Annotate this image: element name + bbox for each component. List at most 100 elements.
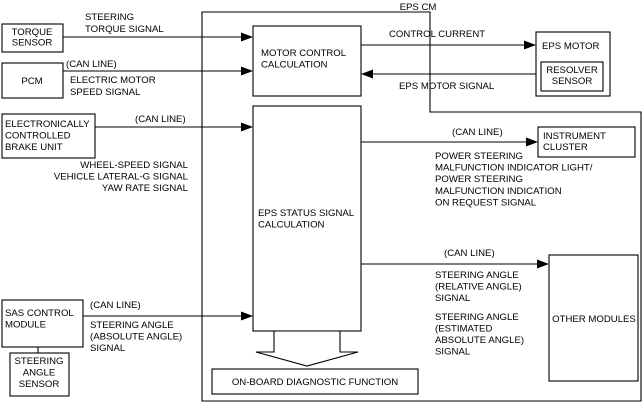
sas-can-line-label-line: (CAN LINE): [90, 300, 141, 311]
sas-can-line-label: (CAN LINE): [90, 300, 141, 311]
arrowhead: [241, 122, 253, 132]
motor-control-label-line: CALCULATION: [261, 60, 328, 71]
eps-motor-label: EPS MOTOR: [542, 41, 599, 52]
brake-unit-label-line: CONTROLLED: [5, 131, 71, 142]
arrowhead: [537, 259, 549, 269]
arrowhead: [241, 311, 253, 321]
brake-can-line-label-line: (CAN LINE): [135, 114, 186, 125]
steering-torque-signal-label-line: TORQUE SIGNAL: [85, 24, 164, 35]
brake-unit-label-line: ELECTRONICALLY: [5, 119, 90, 130]
estimated-angle-signal-label-line: SIGNAL: [435, 347, 471, 358]
sas-module-label-line: MODULE: [5, 320, 46, 331]
status-calc-label-line: EPS STATUS SIGNAL: [258, 208, 355, 219]
angle-sensor-label-line: SENSOR: [19, 379, 60, 390]
arrowheads: [241, 32, 549, 321]
arrowhead: [241, 66, 253, 76]
arrowhead: [361, 69, 373, 79]
cluster-can-line-label-line: (CAN LINE): [452, 127, 503, 138]
estimated-angle-signal-label-line: STEERING ANGLE: [435, 312, 519, 323]
pcm-label-line: PCM: [21, 76, 42, 87]
arrowhead: [526, 137, 538, 147]
other-modules-label: OTHER MODULES: [552, 314, 636, 325]
modules-can-line-label-line: (CAN LINE): [444, 248, 495, 259]
angle-sensor-label-line: ANGLE: [23, 368, 56, 379]
other-modules-label-line: OTHER MODULES: [552, 314, 636, 325]
steering-torque-signal-label-line: STEERING: [85, 12, 134, 23]
electric-motor-speed-signal-label-line: ELECTRIC MOTOR: [70, 75, 156, 86]
brake-signals-label-line: YAW RATE SIGNAL: [102, 183, 189, 194]
cluster-can-line-label: (CAN LINE): [452, 127, 503, 138]
absolute-angle-signal-label-line: (ABSOLUTE ANGLE): [90, 332, 182, 343]
motor-control-label-line: MOTOR CONTROL: [261, 48, 347, 59]
control-current-label-line: CONTROL CURRENT: [389, 29, 485, 40]
cluster-signals-label-line: ON REQUEST SIGNAL: [435, 197, 537, 208]
pcm-can-line-label-line: (CAN LINE): [66, 59, 117, 70]
resolver-sensor-label-line: SENSOR: [552, 76, 593, 87]
status-calc-label-line: CALCULATION: [258, 220, 325, 231]
estimated-angle-signal-label-line: (ESTIMATED: [435, 324, 492, 335]
modules-can-line-label: (CAN LINE): [444, 248, 495, 259]
instrument-cluster-label-line: CLUSTER: [543, 142, 588, 153]
torque-sensor-label-line: TORQUE: [12, 27, 53, 38]
electric-motor-speed-signal-label-line: SPEED SIGNAL: [70, 87, 141, 98]
wires: [63, 36, 537, 317]
absolute-angle-signal-label-line: SIGNAL: [90, 343, 126, 354]
eps-motor-label-line: EPS MOTOR: [542, 41, 599, 52]
relative-angle-signal-label-line: (RELATIVE ANGLE): [435, 282, 522, 293]
arrowhead: [241, 32, 253, 42]
sas-module-label-line: SAS CONTROL: [5, 308, 74, 319]
obd-arrow: [255, 330, 359, 367]
angle-sensor-label-line: STEERING: [14, 356, 63, 367]
eps-motor-signal-label: EPS MOTOR SIGNAL: [399, 81, 495, 92]
eps-cm-title: EPS CM: [400, 2, 437, 13]
cluster-signals-label-line: MALFUNCTION INDICATION: [435, 186, 562, 197]
obd-label: ON-BOARD DIAGNOSTIC FUNCTION: [232, 377, 398, 388]
eps-cm-enclosure: [201, 11, 642, 402]
obd-block: ON-BOARD DIAGNOSTIC FUNCTION: [211, 368, 419, 395]
absolute-angle-signal-label: STEERING ANGLE(ABSOLUTE ANGLE)SIGNAL: [90, 320, 182, 354]
cluster-signals-label-line: POWER STEERING: [435, 151, 523, 162]
arrowhead: [524, 40, 536, 50]
pcm-block: PCM: [1, 62, 64, 99]
brake-unit-label-line: BRAKE UNIT: [5, 142, 63, 153]
cluster-signals-label-line: MALFUNCTION INDICATOR LIGHT/: [435, 163, 593, 174]
pcm-can-line-label: (CAN LINE): [66, 59, 117, 70]
instrument-cluster-label-line: INSTRUMENT: [543, 131, 606, 142]
brake-can-line-label: (CAN LINE): [135, 114, 186, 125]
resolver-sensor-label-line: RESOLVER: [546, 65, 598, 76]
relative-angle-signal-label-line: SIGNAL: [435, 293, 471, 304]
brake-signals-label-line: VEHICLE LATERAL-G SIGNAL: [54, 172, 189, 183]
control-current-label: CONTROL CURRENT: [389, 29, 485, 40]
eps-motor-signal-label-line: EPS MOTOR SIGNAL: [399, 81, 495, 92]
relative-angle-signal-label-line: STEERING ANGLE: [435, 270, 519, 281]
relative-angle-signal-label: STEERING ANGLE(RELATIVE ANGLE)SIGNAL: [435, 270, 522, 304]
torque-sensor-label-line: SENSOR: [12, 38, 53, 49]
other-modules-block: OTHER MODULES: [548, 254, 639, 382]
absolute-angle-signal-label-line: STEERING ANGLE: [90, 320, 174, 331]
estimated-angle-signal-label-line: ABSOLUTE ANGLE): [435, 335, 524, 346]
brake-signals-label-line: WHEEL-SPEED SIGNAL: [80, 160, 188, 171]
cluster-signals-label-line: POWER STEERING: [435, 174, 523, 185]
